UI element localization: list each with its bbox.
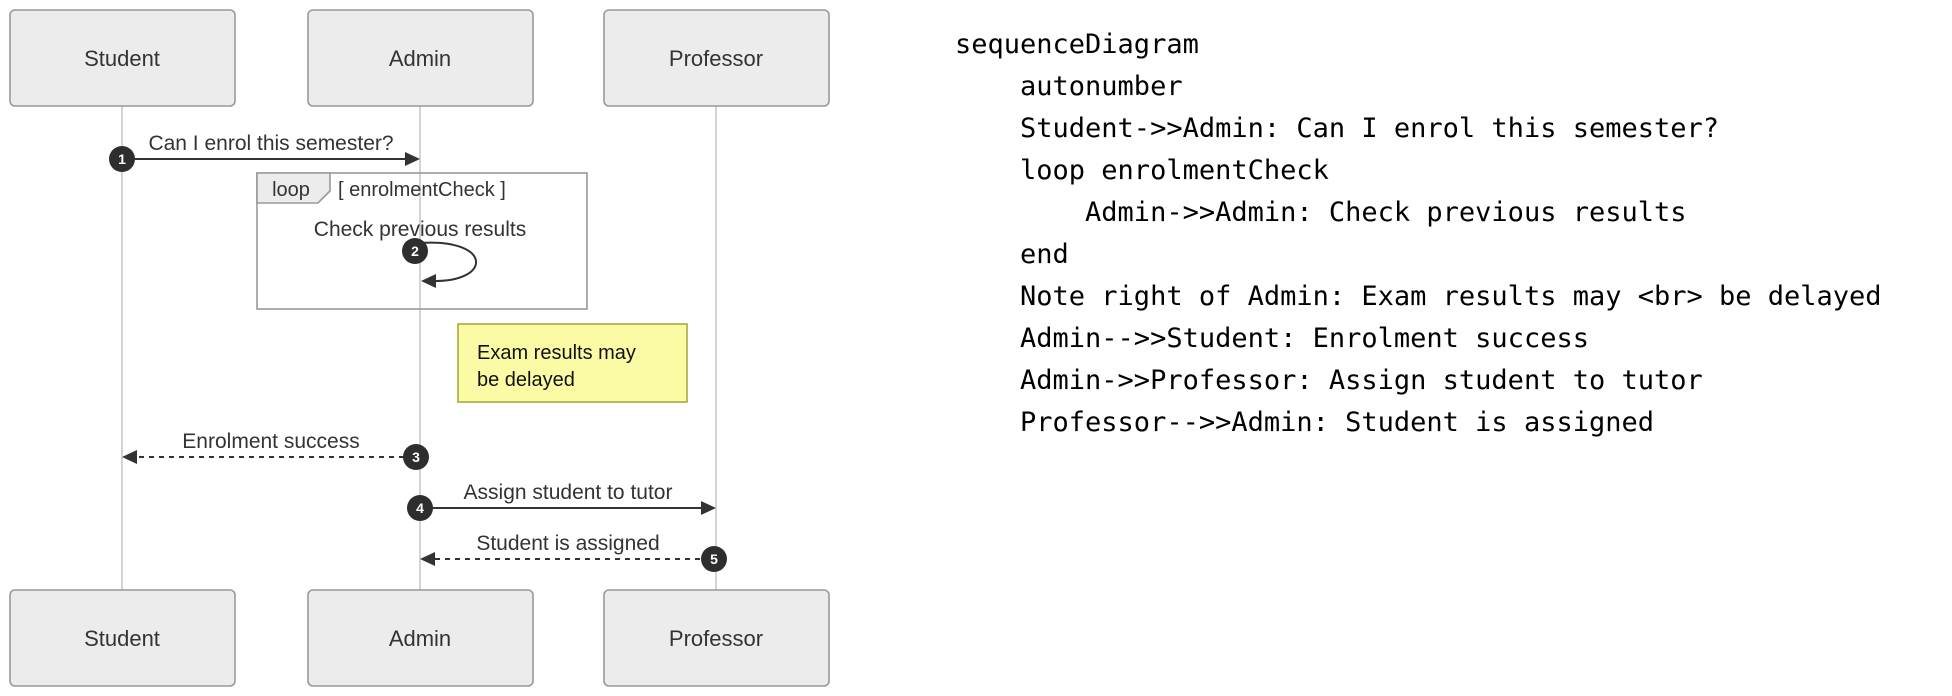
code-line: end [955,239,1069,270]
code-line: autonumber [955,71,1183,102]
mermaid-source-code: sequenceDiagram autonumber Student->>Adm… [955,24,1882,444]
code-line: Admin-->>Student: Enrolment success [955,323,1589,354]
code-line: loop enrolmentCheck [955,155,1329,186]
actor-label-professor: Professor [669,626,763,651]
note-line-2: be delayed [477,369,575,391]
autonumber-badge [109,146,135,172]
actor-label-student: Student [84,626,160,651]
message-1: Can I enrol this semester? 1 [109,132,420,172]
actor-top-student: Student [9,9,236,107]
message-2-selfloop [419,241,477,283]
autonumber-4: 4 [416,500,424,516]
note-box [457,323,688,403]
autonumber-2: 2 [411,243,419,259]
actor-label-admin: Admin [389,626,451,651]
arrowhead-icon [420,552,435,566]
code-line: Student->>Admin: Can I enrol this semest… [955,113,1720,144]
loop-condition: [ enrolmentCheck ] [338,179,506,201]
message-2: Check previous results 2 [314,218,526,288]
message-5: Student is assigned 5 [420,532,727,572]
arrowhead-icon [405,152,420,166]
message-5-label: Student is assigned [476,532,659,555]
autonumber-5: 5 [710,551,718,567]
message-3-label: Enrolment success [182,430,359,453]
message-4: Assign student to tutor 4 [407,481,716,521]
code-line: Admin->>Admin: Check previous results [955,197,1687,228]
sequence-diagram: Student Admin Professor Can I enrol this… [9,9,830,687]
autonumber-3: 3 [412,449,420,465]
actor-bottom-admin: Admin [307,589,534,687]
code-line: Admin->>Professor: Assign student to tut… [955,365,1703,396]
loop-label: loop [272,179,310,201]
code-line: sequenceDiagram [955,29,1199,60]
note-line-1: Exam results may [477,342,636,364]
autonumber-1: 1 [118,151,126,167]
actor-box [307,9,534,107]
message-2-label: Check previous results [314,218,526,241]
actor-top-professor: Professor [603,9,830,107]
message-4-label: Assign student to tutor [464,481,673,504]
actor-bottom-student: Student [9,589,236,687]
arrowhead-icon [122,450,137,464]
loop-box [256,172,588,310]
note: Exam results may be delayed [457,323,688,403]
actor-box [603,589,830,687]
actor-box [9,589,236,687]
message-3: Enrolment success 3 [122,430,429,470]
actor-box [603,9,830,107]
actor-label-student: Student [84,46,160,71]
code-line: Professor-->>Admin: Student is assigned [955,407,1654,438]
arrowhead-icon [421,274,436,288]
actor-box [9,9,236,107]
autonumber-badge [407,495,433,521]
actor-bottom-professor: Professor [603,589,830,687]
loop-tab [256,172,331,204]
loop-frame: loop [ enrolmentCheck ] [256,172,588,310]
code-line: Note right of Admin: Exam results may <b… [955,281,1882,312]
actor-label-professor: Professor [669,46,763,71]
message-1-label: Can I enrol this semester? [148,132,393,155]
actor-top-admin: Admin [307,9,534,107]
actor-label-admin: Admin [389,46,451,71]
autonumber-badge [701,546,727,572]
actor-box [307,589,534,687]
autonumber-badge [403,444,429,470]
arrowhead-icon [701,501,716,515]
autonumber-badge [402,238,428,264]
